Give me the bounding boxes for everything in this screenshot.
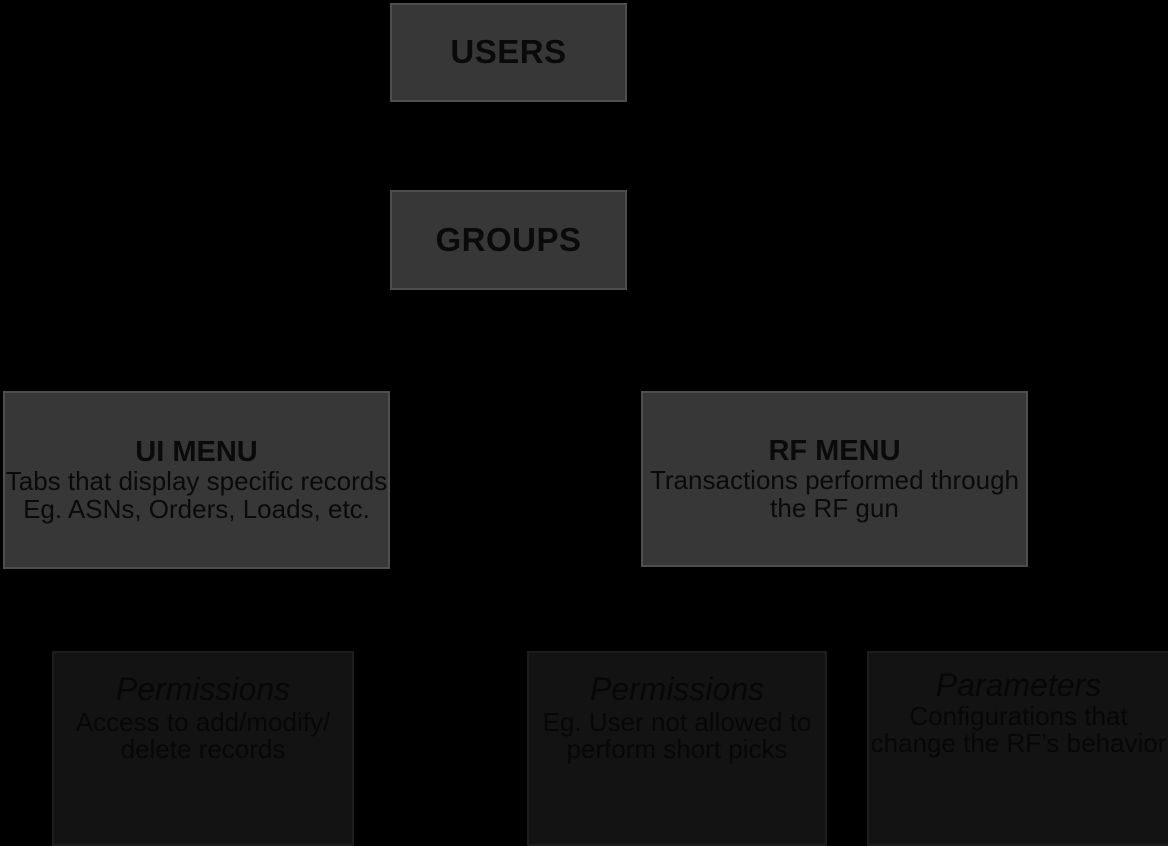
node-groups[interactable]: GROUPS: [390, 190, 627, 290]
node-ui-menu[interactable]: UI MENU Tabs that display specific recor…: [3, 391, 390, 569]
connector-groups-to-menus: [507, 290, 510, 391]
node-ui-menu-title: UI MENU: [135, 435, 258, 468]
node-rf-permissions-description: Eg. User not allowed to perform short pi…: [542, 706, 812, 765]
node-rf-menu[interactable]: RF MENU Transactions performed through t…: [641, 391, 1028, 567]
connector-rf-menu-to-parameters: [1016, 567, 1019, 651]
node-ui-menu-description: Tabs that display specific records Eg. A…: [5, 466, 388, 524]
node-users[interactable]: USERS: [390, 3, 627, 102]
connector-rf-menu-to-permissions: [676, 567, 679, 651]
node-rf-menu-description: Transactions performed through the RF gu…: [649, 465, 1019, 523]
node-rf-parameters-title: Parameters: [935, 667, 1102, 703]
node-rf-permissions[interactable]: Permissions Eg. User not allowed to perf…: [527, 651, 827, 846]
node-ui-permissions[interactable]: Permissions Access to add/modify/ delete…: [52, 651, 354, 846]
node-rf-parameters-description: Configurations that change the RF’s beha…: [870, 700, 1167, 759]
node-groups-title: GROUPS: [435, 220, 582, 258]
node-rf-parameters[interactable]: Parameters Configurations that change th…: [867, 651, 1168, 846]
node-rf-menu-title: RF MENU: [768, 434, 901, 467]
connector-ui-menu-to-permissions: [202, 569, 205, 651]
node-users-title: USERS: [450, 33, 567, 71]
node-ui-permissions-description: Access to add/modify/ delete records: [75, 706, 331, 765]
node-rf-permissions-title: Permissions: [589, 671, 765, 707]
connector-users-to-groups: [507, 102, 510, 190]
node-ui-permissions-title: Permissions: [115, 671, 291, 707]
